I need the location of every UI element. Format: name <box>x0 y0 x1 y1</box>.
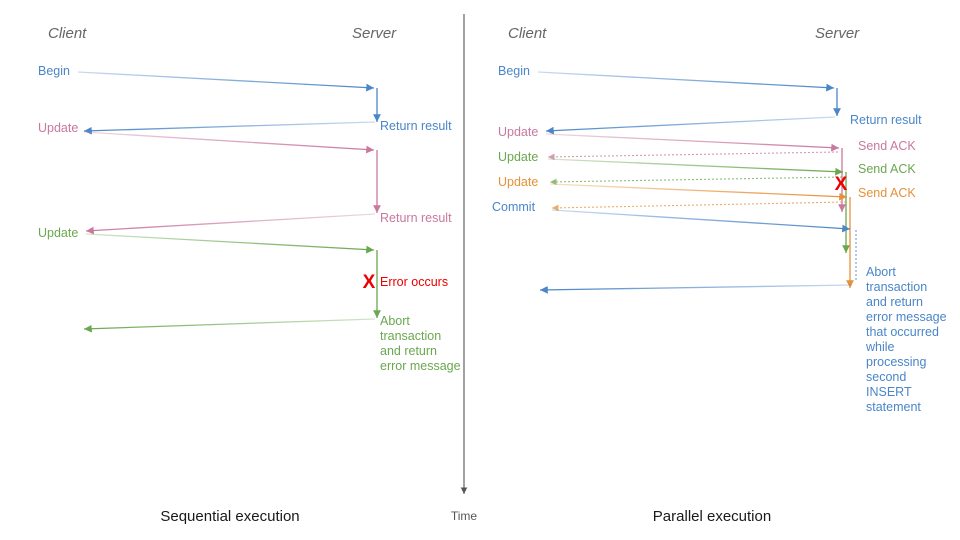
lane-title-server: Server <box>352 25 397 42</box>
message-label-send-ack-3: Send ACK <box>858 186 916 200</box>
abort-note-parallel-line-5: while <box>865 340 895 354</box>
abort-note-line-0: Abort <box>380 314 410 328</box>
message-label-update-1: Update <box>38 121 78 135</box>
abort-note-parallel-line-9: statement <box>866 400 921 414</box>
message-label-return-result-2: Return result <box>380 211 452 225</box>
lane-title-server-parallel: Server <box>815 25 860 42</box>
panel-caption-parallel: Parallel execution <box>653 508 771 525</box>
arrow-update-2-to-server-parallel <box>547 158 844 176</box>
arrow-abort-to-client-parallel <box>539 284 853 294</box>
error-occurs-label: Error occurs <box>380 275 448 289</box>
lane-title-client-parallel: Client <box>508 25 547 42</box>
message-label-begin-parallel: Begin <box>498 64 530 78</box>
message-label-send-ack-1: Send ACK <box>858 139 916 153</box>
abort-note-line-2: and return <box>380 344 437 358</box>
arrow-send-ack-3-to-client <box>551 201 847 212</box>
error-x-icon: X <box>363 272 376 293</box>
time-axis: Time <box>451 14 478 523</box>
error-marker-group: X Error occurs <box>363 272 448 293</box>
arrow-abort-to-client <box>83 318 376 333</box>
arrow-commit-to-server <box>551 209 851 233</box>
arrow-return-result-2-to-client <box>85 213 376 235</box>
arrow-begin-to-server <box>77 71 375 92</box>
message-label-update-1-parallel: Update <box>498 125 538 139</box>
message-label-update-2-parallel: Update <box>498 150 538 164</box>
message-label-update-2: Update <box>38 226 78 240</box>
abort-note-sequential: Abort transaction and return error messa… <box>380 314 461 373</box>
abort-note-parallel-line-2: and return <box>866 295 923 309</box>
message-label-update-3-parallel: Update <box>498 175 538 189</box>
abort-note-parallel-line-6: processing <box>866 355 926 369</box>
message-label-begin: Begin <box>38 64 70 78</box>
abort-note-parallel-line-4: that occurred <box>866 325 939 339</box>
abort-note-parallel-line-8: INSERT <box>866 385 912 399</box>
abort-note-parallel-line-3: error message <box>866 310 947 324</box>
message-label-commit: Commit <box>492 200 536 214</box>
abort-note-parallel: Abort transaction and return error messa… <box>865 265 947 414</box>
panel-parallel: Client Server Begin Return result Update… <box>492 25 947 525</box>
arrow-send-ack-1-to-client <box>547 151 839 161</box>
arrow-update-2-to-server <box>85 233 375 254</box>
arrow-return-result-1-to-client <box>83 121 376 135</box>
abort-note-parallel-line-1: transaction <box>866 280 927 294</box>
arrow-return-result-to-client-parallel <box>545 116 836 135</box>
panel-caption-sequential: Sequential execution <box>160 508 299 525</box>
panel-sequential: Client Server Begin Return result Update… <box>38 25 461 525</box>
message-label-return-result-parallel: Return result <box>850 113 922 127</box>
arrow-send-ack-2-to-client <box>549 176 843 186</box>
abort-note-line-3: error message <box>380 359 461 373</box>
abort-note-parallel-line-7: second <box>866 370 906 384</box>
abort-note-line-1: transaction <box>380 329 441 343</box>
abort-note-parallel-line-0: Abort <box>866 265 896 279</box>
error-x-icon-parallel: X <box>835 174 848 195</box>
lane-title-client: Client <box>48 25 87 42</box>
arrow-update-3-to-server-parallel <box>549 183 848 201</box>
message-label-return-result-1: Return result <box>380 119 452 133</box>
message-label-send-ack-2: Send ACK <box>858 162 916 176</box>
time-axis-label: Time <box>451 509 478 523</box>
arrow-update-1-to-server <box>83 131 375 154</box>
arrow-update-1-to-server-parallel <box>545 133 840 152</box>
arrow-begin-to-server-parallel <box>537 71 835 92</box>
